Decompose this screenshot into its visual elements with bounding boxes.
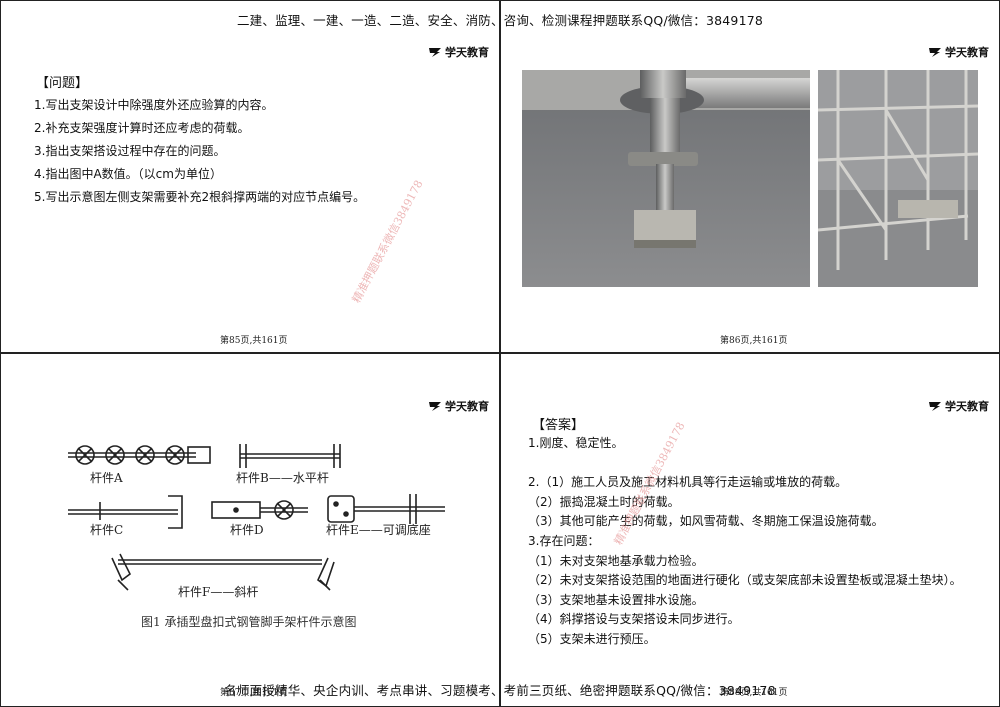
adjustable-base-illustration	[522, 70, 810, 287]
answer-item: 2.（1）施工人员及施工材料机具等行走运输或堆放的荷载。	[528, 475, 848, 490]
adjustable-base-photo	[522, 70, 810, 287]
member-b-drawing	[239, 444, 341, 468]
answer-item	[528, 454, 962, 474]
horizontal-divider	[0, 352, 1000, 354]
brand-logo-bottom-left: 学天教育	[428, 398, 489, 414]
vertical-divider	[499, 0, 501, 707]
left-border	[0, 0, 1, 707]
brand-logo-bottom-right: 学天教育	[928, 398, 989, 414]
figure-label-f: 杆件F——斜杆	[178, 585, 259, 599]
answer-item: （2）未对支架搭设范围的地面进行硬化（或支架底部未设置垫板或混凝土垫块）。	[528, 573, 962, 588]
figure-caption: 图1 承插型盘扣式钢管脚手架杆件示意图	[141, 615, 357, 629]
answer-item: 1.刚度、稳定性。	[528, 436, 624, 450]
answer-item: （3）其他可能产生的荷载，如风雪荷载、冬期施工保温设施荷载。	[528, 514, 884, 529]
question-item: 4.指出图中A数值。（以cm为单位）	[34, 167, 222, 181]
page-number-87: 第87页,共161页	[220, 688, 288, 698]
member-d-drawing	[211, 500, 308, 520]
member-c-drawing	[68, 495, 183, 529]
member-f-drawing	[111, 553, 335, 591]
brand-logo-top-right: 学天教育	[928, 44, 989, 60]
answer-item: （4）斜撑搭设与支架搭设未同步进行。	[528, 612, 740, 627]
question-item: 1.写出支架设计中除强度外还应验算的内容。	[34, 98, 274, 112]
figure-label-a: 杆件A	[90, 471, 123, 485]
scaffold-photo	[818, 70, 978, 287]
answer-item: 3.存在问题：	[528, 533, 600, 548]
figure-label-c: 杆件C	[90, 523, 124, 537]
figure-label-b: 杆件B——水平杆	[236, 471, 329, 485]
question-heading: 【问题】	[36, 76, 89, 91]
scaffold-member-figure	[68, 444, 445, 591]
question-list: 1.写出支架设计中除强度外还应验算的内容。 2.补充支架强度计算时还应考虑的荷载…	[34, 94, 365, 209]
brand-name: 学天教育	[945, 400, 989, 413]
answer-heading: 【答案】	[532, 418, 585, 433]
question-item: 2.补充支架强度计算时还应考虑的荷载。	[34, 121, 250, 135]
member-e-drawing	[327, 494, 445, 524]
brand-name: 学天教育	[445, 400, 489, 413]
brand-mark-icon	[929, 48, 941, 57]
question-item: 5.写出示意图左侧支架需要补充2根斜撑两端的对应节点编号。	[34, 190, 366, 204]
answer-item: （5）支架未进行预压。	[528, 631, 656, 646]
brand-name: 学天教育	[945, 46, 989, 59]
brand-logo-top-left: 学天教育	[428, 44, 489, 60]
bottom-banner: 名师面授精华、央企内训、考点串讲、习题模考、考前三页纸、绝密押题联系QQ/微信：…	[224, 683, 776, 698]
page-number-85: 第85页,共161页	[220, 336, 288, 346]
figure-label-e: 杆件E——可调底座	[326, 523, 431, 537]
brand-name: 学天教育	[445, 46, 489, 59]
top-banner: 二建、监理、一建、一造、二造、安全、消防、咨询、检测课程押题联系QQ/微信：38…	[236, 13, 764, 28]
brand-mark-icon	[429, 48, 441, 57]
page-number-86: 第86页,共161页	[720, 336, 788, 346]
answer-item: （2）振捣混凝土时的荷载。	[528, 494, 680, 509]
figure-label-d: 杆件D	[230, 523, 264, 537]
top-border	[0, 0, 1000, 1]
answer-list: 1.刚度、稳定性。 2.（1）施工人员及施工材料机具等行走运输或堆放的荷载。 （…	[528, 434, 962, 650]
answer-item: （3）支架地基未设置排水设施。	[528, 592, 704, 607]
question-item: 3.指出支架搭设过程中存在的问题。	[34, 144, 226, 158]
brand-mark-icon	[929, 402, 941, 411]
scaffold-illustration	[818, 70, 978, 287]
page-number-88: 第88页,共161页	[720, 688, 788, 698]
brand-mark-icon	[429, 402, 441, 411]
answer-item: （1）未对支架地基承载力检验。	[528, 553, 704, 568]
member-a-drawing	[68, 445, 211, 465]
